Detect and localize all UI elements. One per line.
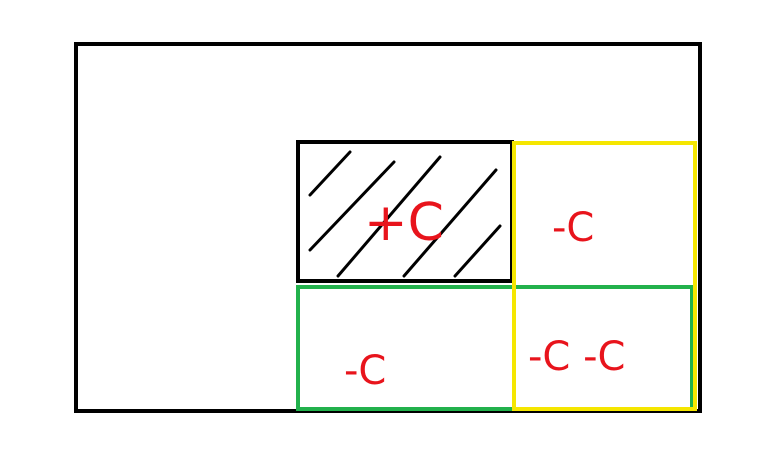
hatched-region	[296, 140, 514, 283]
hatch-line	[402, 168, 498, 278]
label-hatched: +C	[364, 193, 444, 253]
yellow-region-border	[512, 141, 697, 411]
label-green: -C	[344, 348, 386, 394]
hatch-line	[308, 160, 396, 252]
hatch-lines	[308, 150, 502, 278]
hatch-line	[308, 150, 352, 197]
hatch-line	[453, 224, 502, 278]
label-overlap: -C -C	[528, 334, 625, 380]
label-yellow-upper: -C	[552, 205, 594, 251]
green-region-border	[296, 285, 694, 411]
hatch-line	[336, 155, 442, 278]
